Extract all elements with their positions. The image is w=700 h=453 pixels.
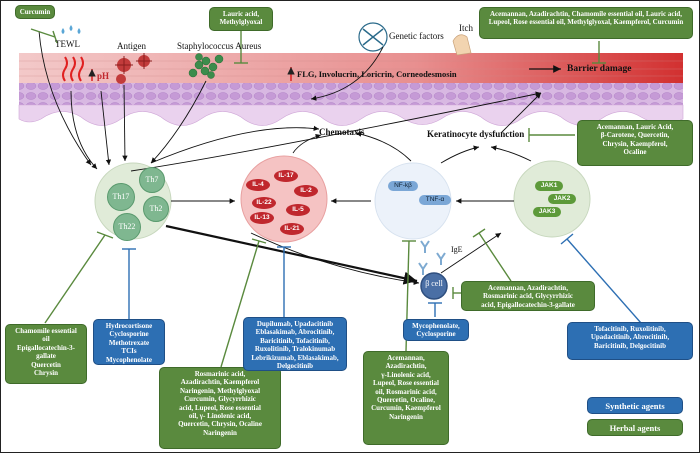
cytokine-il22: IL-22 [252, 197, 276, 209]
nf-kb-label: NF-kβ [388, 181, 418, 191]
herbal-box-interleukins: Rosmarinic acid, Azadirachtin, Kaempfero… [159, 367, 281, 449]
cytokine-il5: IL-5 [286, 204, 310, 216]
herbal-box-nf-kb: Acemannan, Azadirachtin, γ-Linolenic aci… [363, 351, 449, 445]
staphylococcus-icon [188, 53, 224, 79]
b-cell [420, 272, 448, 300]
synthetic-box-jak: Tofacitinib, Ruxolitinib, Upadacitinib, … [567, 322, 693, 360]
ige-label: IgE [451, 245, 463, 254]
th2-cell: Th2 [143, 196, 169, 222]
herbal-box-b-cell: Acemannan, Azadirachtin, Rosmarinic acid… [461, 281, 595, 311]
b-cell-label: β cell [425, 279, 443, 288]
chemotaxis-label: Chemotaxis [319, 127, 365, 137]
jak2-label: JAK2 [548, 194, 576, 204]
ph-label: pH [97, 71, 110, 81]
th22-cell: Th22 [113, 213, 141, 241]
synthetic-box-th-cells: Hydrocortisone Cyclosporine Methotrexate… [93, 319, 165, 365]
herbal-box-keratinocyte: Acemannan, Lauric Acid, β-Carotene, Quer… [577, 120, 693, 166]
itch-hand-icon [452, 34, 472, 56]
dermis-wave [18, 104, 684, 126]
legend-synthetic-agents: Synthetic agents [587, 397, 683, 414]
jak3-label: JAK3 [533, 207, 561, 217]
synthetic-box-b-cell: Mycophenolate, Cyclosporine [403, 319, 469, 341]
dna-icon [358, 22, 388, 52]
keratinocyte-dysfunction-label: Keratinocyte dysfunction [427, 129, 525, 139]
herbal-box-lauric-acid: Lauric acid, Methylglyoxal [209, 7, 273, 31]
legend-herbal-agents: Herbal agents [587, 419, 683, 436]
synthetic-box-interleukins: Dupilumab, Upadacitinib Eblasakimab, Abr… [243, 317, 347, 371]
tnf-alpha-label: TNF-α [419, 195, 451, 205]
cytokine-il13: IL-13 [250, 212, 274, 224]
cytokine-il21: IL-21 [280, 223, 304, 235]
herbal-box-th-cells: Chamomile essential oil Epigallocatechin… [5, 324, 87, 384]
flg-label: FLG, Involucrin, Loricrin, Corneodesmosi… [297, 69, 457, 79]
antigen-label: Antigen [117, 41, 146, 51]
epidermis-layer [19, 83, 683, 105]
th7-cell: Th7 [139, 167, 165, 193]
water-droplet-icon [61, 25, 81, 34]
jak1-label: JAK1 [535, 181, 563, 191]
tewl-label: TEWL [55, 39, 80, 49]
genetic-factors-label: Genetic factors [389, 31, 444, 41]
th17-cell: Th17 [107, 183, 135, 211]
barrier-damage-label: Barrier damage [567, 64, 632, 74]
herbal-box-barrier: Acemannan, Azadirachtin, Chamomile essen… [479, 7, 693, 39]
staph-label: Staphylococcus Aureus [177, 41, 262, 51]
cytokine-il4: IL-4 [246, 179, 270, 191]
ige-antibody-icon [418, 240, 446, 275]
cytokine-il2: IL-2 [294, 185, 318, 197]
cytokine-il17: IL-17 [274, 170, 298, 182]
herbal-box-curcumin: Curcumin [15, 5, 55, 19]
antigen-virus-icon [115, 53, 152, 84]
itch-label: Itch [459, 23, 473, 33]
